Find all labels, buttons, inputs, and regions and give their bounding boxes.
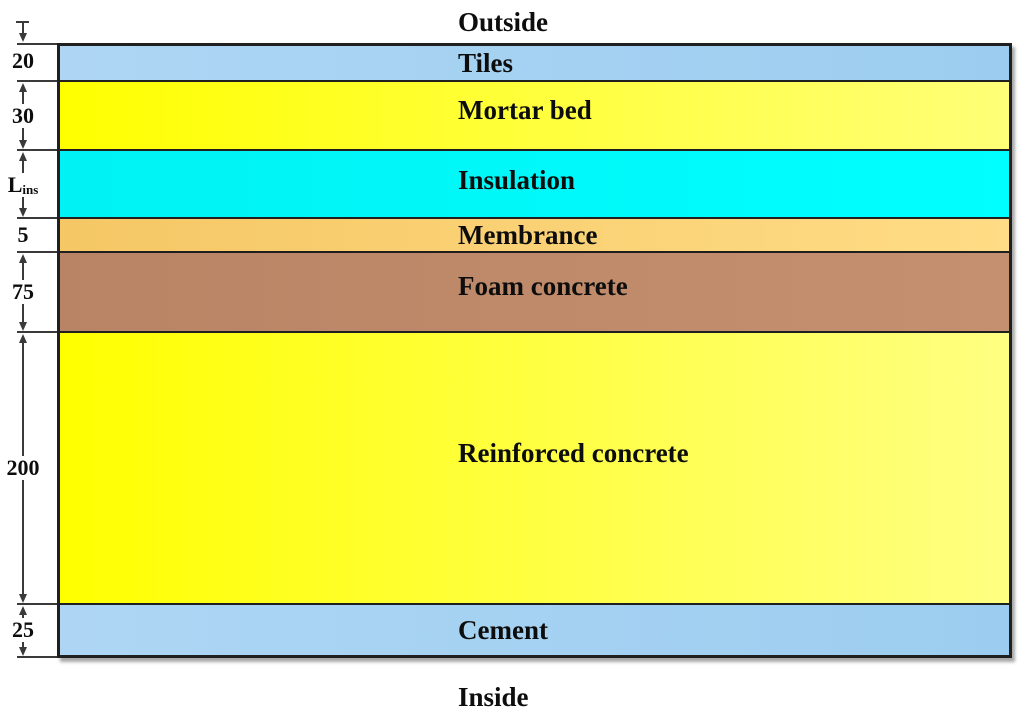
arrow-down-icon — [19, 647, 27, 656]
dim-value-tiles: 20 — [12, 48, 34, 73]
layer-cement: Cement — [60, 605, 1009, 655]
dim-value-mortar: 30 — [12, 103, 34, 128]
dimension-line — [22, 197, 24, 208]
dimension-line — [22, 480, 24, 594]
layer-stack: Tiles Mortar bed Insulation Membrance Fo… — [57, 43, 1012, 658]
dimension-tick-mortar-insulation — [17, 149, 57, 151]
dimension-tick-tiles-mortar — [17, 80, 57, 82]
layer-membrance: Membrance — [60, 219, 1009, 253]
layer-foam-concrete: Foam concrete — [60, 253, 1009, 333]
layer-reinforced-concrete-label: Reinforced concrete — [458, 437, 689, 468]
arrow-down-icon — [19, 322, 27, 331]
dimension-line — [22, 304, 24, 322]
layer-tiles-label: Tiles — [458, 47, 514, 78]
layer-cement-label: Cement — [458, 614, 548, 645]
arrow-down-icon — [19, 208, 27, 217]
outside-label: Outside — [458, 7, 549, 37]
dimension-tick-membrance-foam — [17, 251, 57, 253]
dim-value-foam: 75 — [12, 279, 34, 304]
dimension-line — [22, 642, 24, 647]
layer-tiles: Tiles — [60, 46, 1009, 82]
arrow-down-icon — [19, 33, 27, 42]
layer-insulation-label: Insulation — [458, 164, 576, 195]
arrow-down-icon — [19, 594, 27, 603]
dim-value-cement: 25 — [12, 617, 34, 642]
dimension-tick-bottom — [17, 656, 57, 658]
inside-label: Inside — [458, 682, 529, 712]
layer-membrance-label: Membrance — [458, 219, 598, 250]
dim-value-insulation: Lins — [0, 172, 46, 198]
arrow-up-icon — [19, 606, 27, 615]
arrow-up-icon — [19, 254, 27, 263]
dimension-line — [22, 92, 24, 104]
dimension-line — [22, 263, 24, 280]
layer-foam-concrete-label: Foam concrete — [458, 270, 628, 301]
layer-insulation: Insulation — [60, 151, 1009, 219]
dimension-line — [22, 343, 24, 456]
layer-reinforced-concrete: Reinforced concrete — [60, 333, 1009, 605]
dim-value-reinforced: 200 — [6, 455, 40, 480]
dimension-tick-reinforced-cement — [17, 603, 57, 605]
insulation-symbol-subscript: ins — [22, 182, 39, 197]
arrow-up-icon — [19, 334, 27, 343]
layer-mortar-bed: Mortar bed — [60, 82, 1009, 151]
dimension-line — [22, 161, 24, 173]
arrow-down-icon — [19, 140, 27, 149]
layer-mortar-bed-label: Mortar bed — [458, 95, 592, 125]
arrow-up-icon — [19, 152, 27, 161]
dimension-line — [22, 22, 24, 34]
dimension-line — [22, 128, 24, 140]
dim-value-membrance: 5 — [17, 222, 29, 247]
insulation-symbol: L — [7, 172, 23, 197]
dimension-tick-top — [17, 43, 57, 45]
dimension-tick-foam-reinforced — [17, 331, 57, 333]
dimension-tick-insulation-membrance — [17, 217, 57, 219]
dimension-line — [22, 615, 24, 618]
arrow-up-icon — [19, 83, 27, 92]
